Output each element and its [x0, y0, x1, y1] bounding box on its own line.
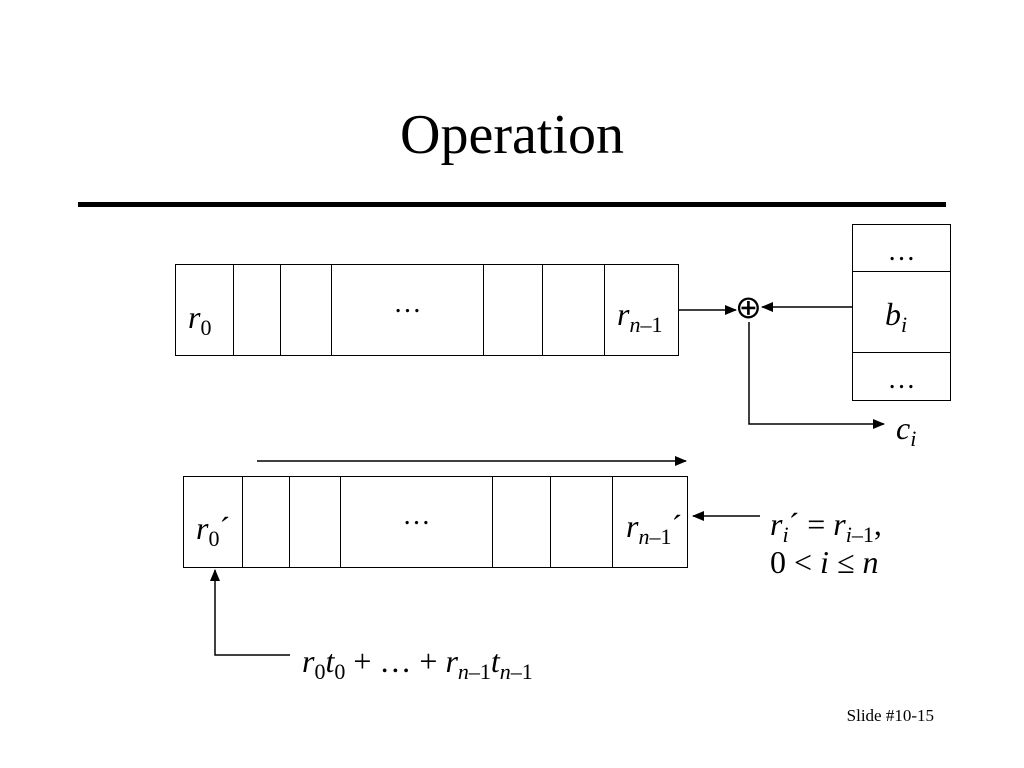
shift-rule-line1: ri´ = ri–1, [770, 506, 882, 547]
top-register-cell-r0 [175, 264, 234, 356]
bottom-register-ellipsis: … [402, 500, 431, 531]
key-stream-cell-top [852, 224, 951, 272]
bottom-register-cell-r0 [183, 476, 243, 568]
slide-number: Slide #10-15 [846, 706, 934, 725]
bottom-register-label-rn1: rn–1´ [626, 508, 683, 549]
top-register-cell-rn1 [604, 264, 679, 356]
key-stream-label-bi: bi [885, 296, 908, 337]
shift-rule-line2: 0 < i ≤ n [770, 544, 879, 580]
bottom-register-label-r0: r0´ [196, 510, 231, 551]
bottom-register-cell [492, 476, 551, 568]
bottom-register-cell-rn1 [612, 476, 688, 568]
key-stream-ellipsis-top: … [887, 236, 916, 267]
bottom-register-cell [289, 476, 341, 568]
feedback-formula: r0t0 + … + rn–1tn–1 [302, 643, 533, 684]
top-register-label-rn1: rn–1 [617, 296, 663, 337]
top-register-cell [483, 264, 543, 356]
top-register-cell [542, 264, 605, 356]
top-register-label-r0: r0 [188, 299, 212, 340]
key-stream-ellipsis-bottom: … [887, 364, 916, 395]
top-register-cell-ellipsis [331, 264, 484, 356]
output-label-ci: ci [896, 410, 917, 451]
bottom-register-cell [242, 476, 290, 568]
top-register-ellipsis: … [393, 288, 422, 319]
xor-to-ci-arrow [748, 322, 885, 429]
feedback-arrow [210, 569, 290, 656]
top-register-cell [280, 264, 332, 356]
title-divider [78, 202, 946, 207]
page-title: Operation [400, 104, 624, 166]
xor-icon: ⊕ [735, 288, 762, 326]
bottom-register-cell-ellipsis [340, 476, 493, 568]
key-stream-cell-bottom [852, 352, 951, 401]
